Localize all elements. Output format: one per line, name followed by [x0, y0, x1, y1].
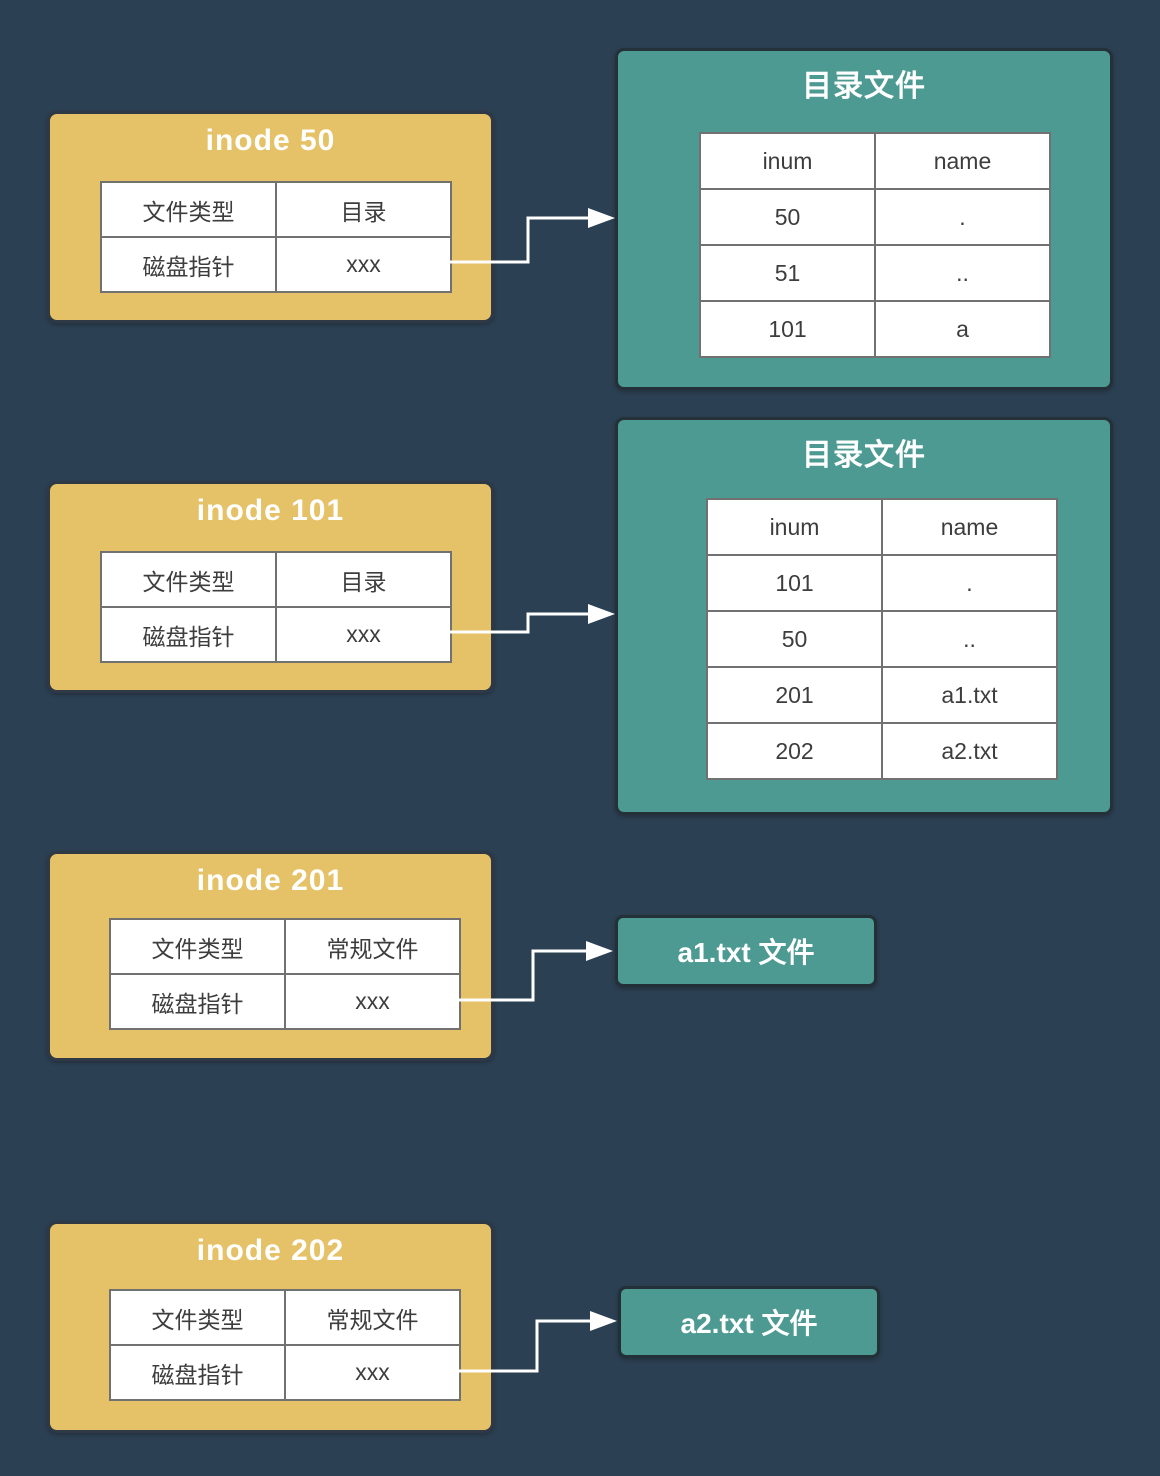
directory-table: inum name 50 . 51 .. 101 a [699, 132, 1051, 358]
attr-value-cell: xxx [284, 1344, 461, 1401]
table-row: 202 a2.txt [706, 722, 1058, 780]
attr-label-cell: 磁盘指针 [100, 236, 277, 293]
table-row: 101 a [699, 300, 1051, 358]
inode-attr-table: 文件类型 目录 磁盘指针 xxx [100, 551, 452, 663]
attr-label-cell: 文件类型 [100, 551, 277, 608]
directory-table: inum name 101 . 50 .. 201 a1.txt 202 a2.… [706, 498, 1058, 780]
table-row: 101 . [706, 554, 1058, 612]
name-cell: .. [881, 610, 1058, 668]
inode-card-101: inode 101 文件类型 目录 磁盘指针 xxx [47, 481, 494, 693]
directory-card-title: 目录文件 [802, 439, 926, 472]
inum-cell: 50 [699, 188, 876, 246]
inode-attr-table: 文件类型 目录 磁盘指针 xxx [100, 181, 452, 293]
name-cell: a1.txt [881, 666, 1058, 724]
arrowhead-icon [588, 208, 615, 228]
table-row: 文件类型 常规文件 [109, 1289, 461, 1346]
inode-card-201: inode 201 文件类型 常规文件 磁盘指针 xxx [47, 851, 494, 1061]
inum-cell: 101 [706, 554, 883, 612]
attr-label-cell: 文件类型 [100, 181, 277, 238]
inode-attr-table: 文件类型 常规文件 磁盘指针 xxx [109, 918, 461, 1030]
attr-value-cell: 目录 [275, 181, 452, 238]
table-row: 50 . [699, 188, 1051, 246]
attr-value-cell: xxx [275, 606, 452, 663]
attr-value-cell: 目录 [275, 551, 452, 608]
attr-label-cell: 磁盘指针 [100, 606, 277, 663]
inum-cell: 101 [699, 300, 876, 358]
attr-label-cell: 文件类型 [109, 918, 286, 975]
header-cell-inum: inum [706, 498, 883, 556]
inum-cell: 50 [706, 610, 883, 668]
table-row: 磁盘指针 xxx [109, 1344, 461, 1401]
directory-file-card-2: 目录文件 inum name 101 . 50 .. 201 a1.txt 20… [615, 417, 1113, 815]
table-row: 文件类型 常规文件 [109, 918, 461, 975]
name-cell: . [881, 554, 1058, 612]
inum-cell: 51 [699, 244, 876, 302]
table-row: 50 .. [706, 610, 1058, 668]
file-box-a1: a1.txt 文件 [615, 915, 877, 987]
name-cell: a [874, 300, 1051, 358]
attr-value-cell: xxx [284, 973, 461, 1030]
attr-label-cell: 磁盘指针 [109, 973, 286, 1030]
header-cell-name: name [881, 498, 1058, 556]
header-cell-name: name [874, 132, 1051, 190]
inode-card-title: inode 202 [196, 1234, 345, 1267]
table-row: 文件类型 目录 [100, 551, 452, 608]
inum-cell: 202 [706, 722, 883, 780]
attr-value-cell: 常规文件 [284, 918, 461, 975]
attr-label-cell: 文件类型 [109, 1289, 286, 1346]
attr-value-cell: 常规文件 [284, 1289, 461, 1346]
table-row: 51 .. [699, 244, 1051, 302]
file-box-a2: a2.txt 文件 [618, 1286, 880, 1358]
inode-card-title: inode 201 [196, 864, 345, 897]
file-box-label: a1.txt 文件 [677, 937, 815, 968]
attr-value-cell: xxx [275, 236, 452, 293]
inode-attr-table: 文件类型 常规文件 磁盘指针 xxx [109, 1289, 461, 1401]
inode-card-title: inode 101 [196, 494, 345, 527]
table-row: 磁盘指针 xxx [109, 973, 461, 1030]
arrowhead-icon [586, 941, 613, 961]
arrowhead-icon [588, 604, 615, 624]
table-row: 磁盘指针 xxx [100, 606, 452, 663]
table-header-row: inum name [699, 132, 1051, 190]
inode-card-title: inode 50 [205, 124, 336, 157]
file-box-label: a2.txt 文件 [680, 1308, 818, 1339]
inode-card-50: inode 50 文件类型 目录 磁盘指针 xxx [47, 111, 494, 323]
table-row: 文件类型 目录 [100, 181, 452, 238]
arrowhead-icon [590, 1311, 617, 1331]
attr-label-cell: 磁盘指针 [109, 1344, 286, 1401]
table-row: 201 a1.txt [706, 666, 1058, 724]
directory-file-card-1: 目录文件 inum name 50 . 51 .. 101 a [615, 48, 1113, 390]
table-header-row: inum name [706, 498, 1058, 556]
header-cell-inum: inum [699, 132, 876, 190]
name-cell: .. [874, 244, 1051, 302]
name-cell: . [874, 188, 1051, 246]
directory-card-title: 目录文件 [802, 70, 926, 103]
name-cell: a2.txt [881, 722, 1058, 780]
inum-cell: 201 [706, 666, 883, 724]
table-row: 磁盘指针 xxx [100, 236, 452, 293]
inode-card-202: inode 202 文件类型 常规文件 磁盘指针 xxx [47, 1221, 494, 1433]
